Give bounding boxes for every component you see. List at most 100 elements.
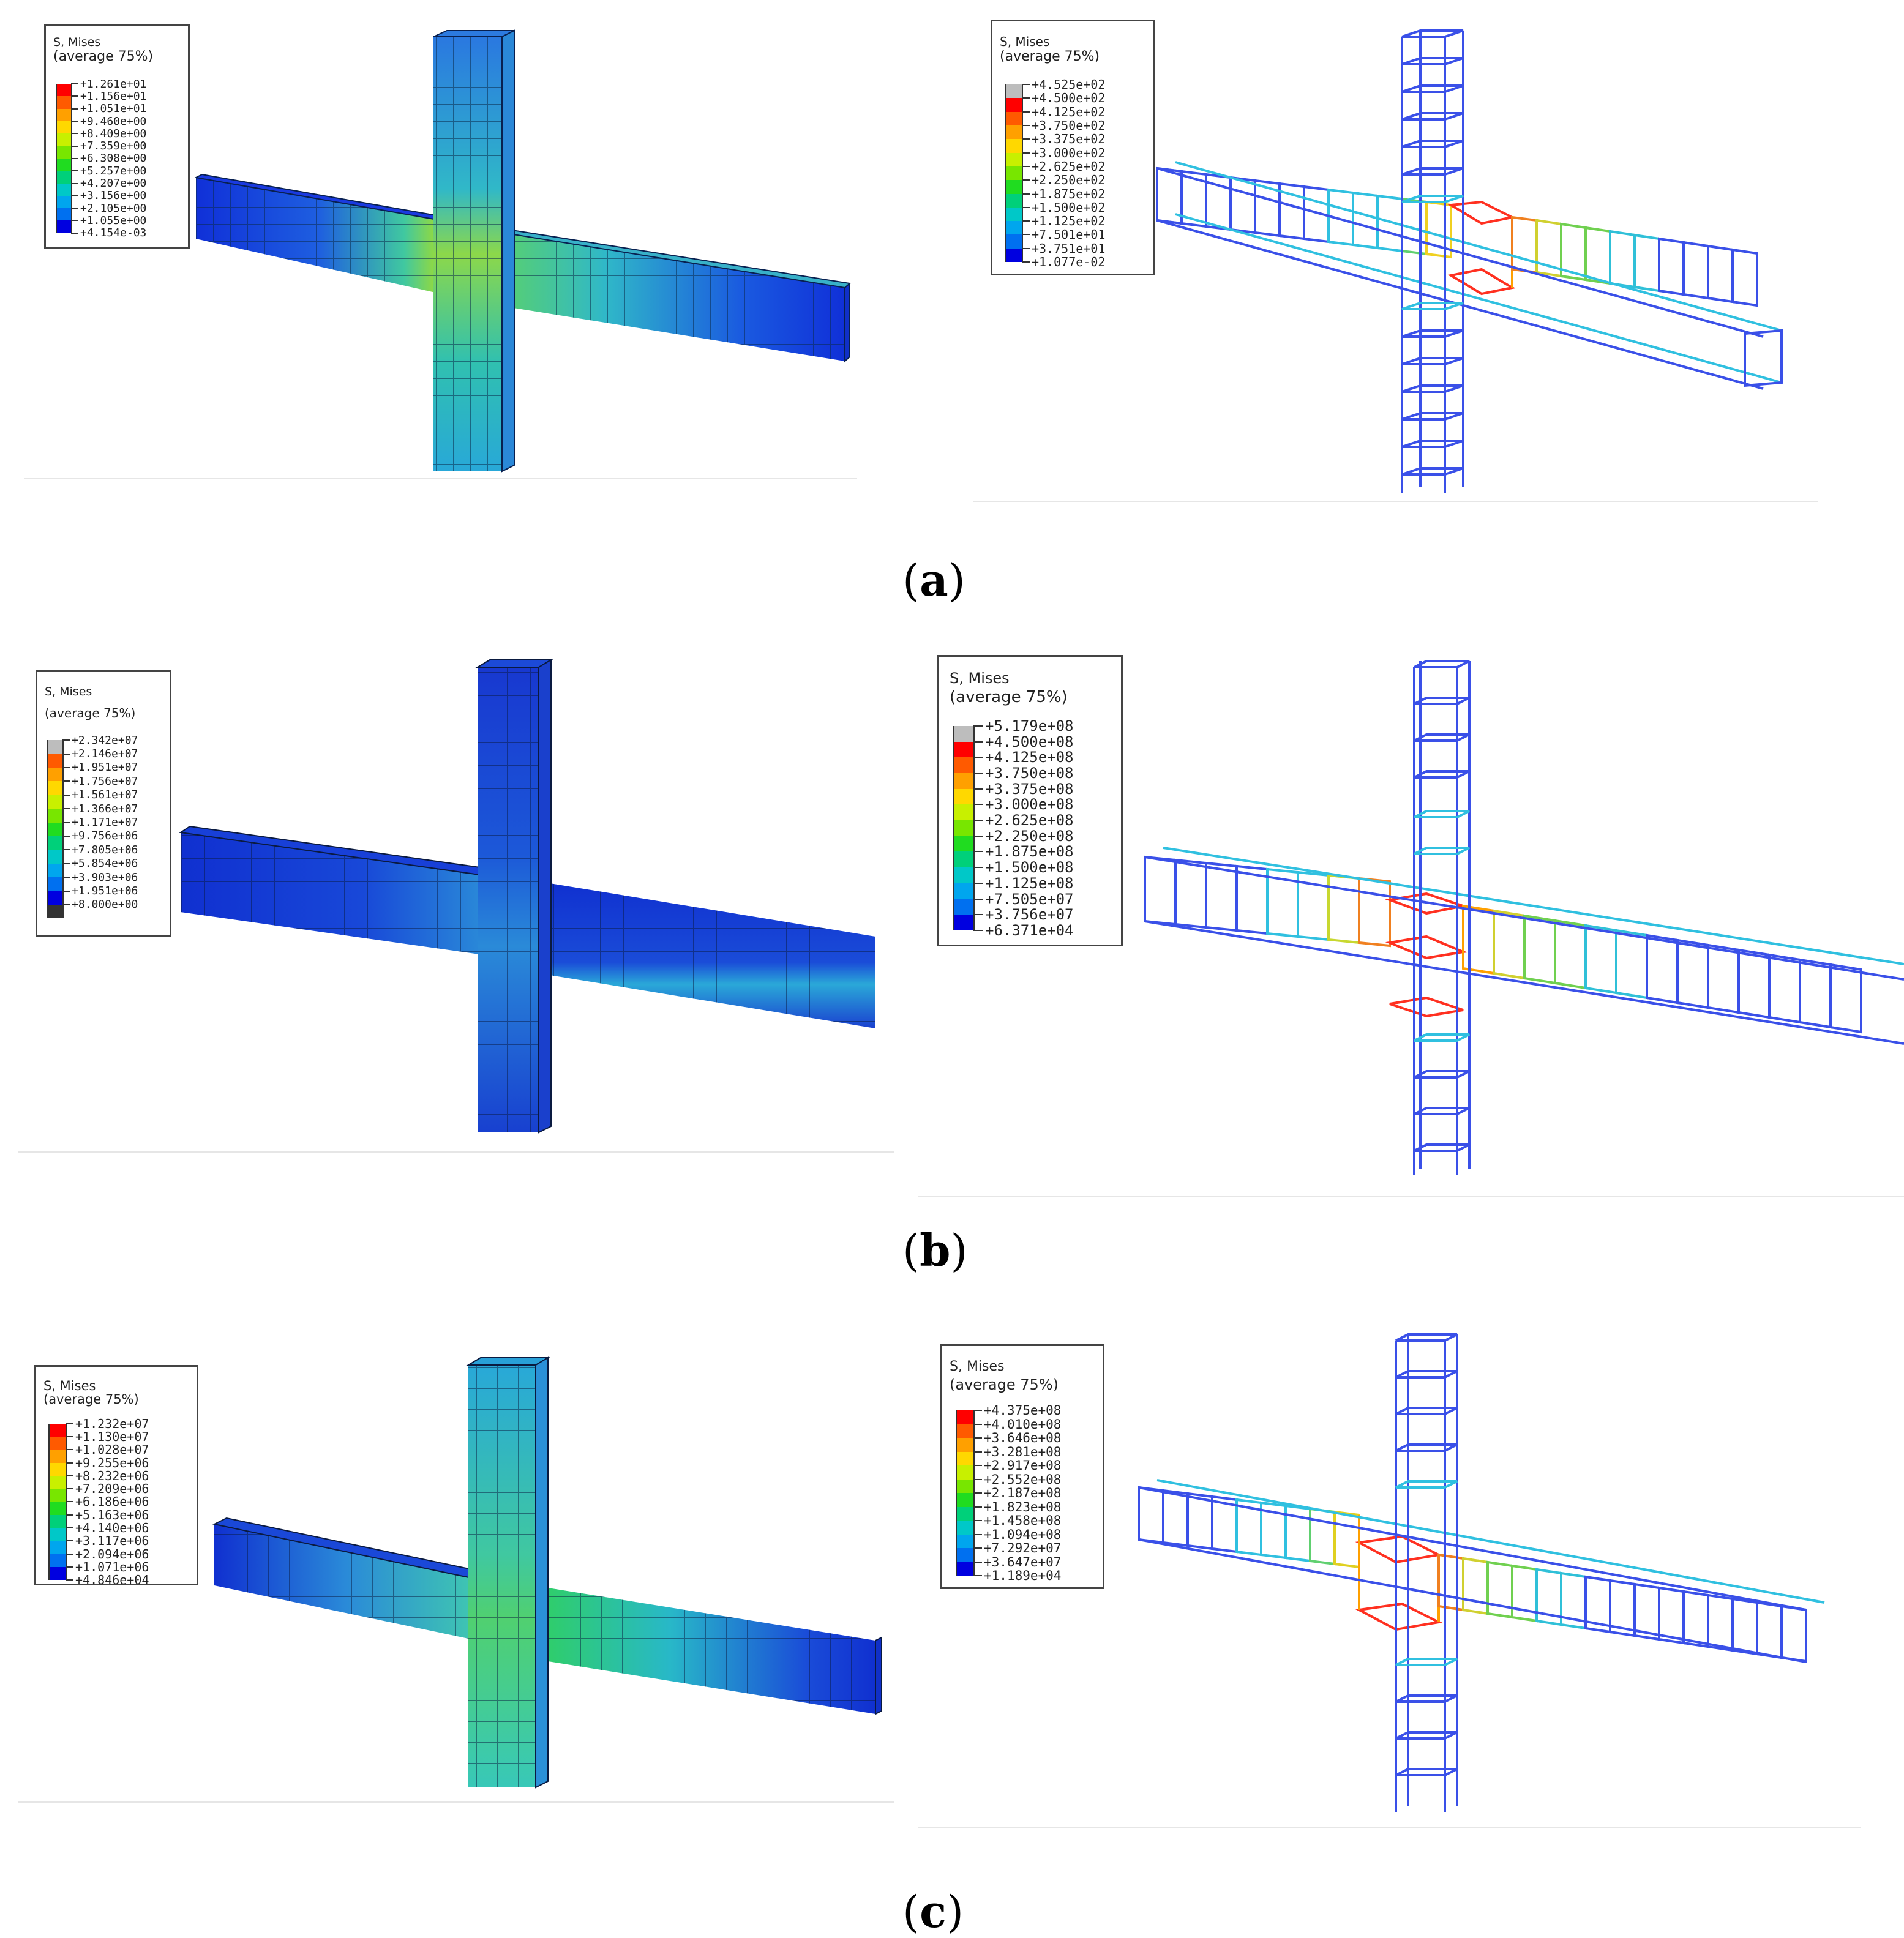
legend-tick	[66, 1566, 73, 1568]
legend-tick	[973, 757, 983, 758]
legend-value: +2.094e+06	[75, 1546, 149, 1562]
legend-value: +1.875e+08	[985, 843, 1074, 861]
legend-row: +3.751e+01	[1005, 241, 1105, 263]
legend-tick	[973, 898, 983, 900]
legend-tick	[62, 849, 70, 851]
legend-tick	[66, 1514, 73, 1516]
legend-swatch	[956, 1424, 975, 1439]
legend-tick	[1022, 138, 1030, 140]
legend-swatch	[956, 1438, 975, 1452]
legend-swatch	[56, 171, 72, 184]
legend-swatch	[56, 158, 72, 171]
legend-swatch	[56, 146, 72, 159]
legend-swatch	[56, 121, 72, 134]
legend-tick	[973, 1520, 982, 1522]
legend-tick	[71, 133, 78, 135]
legend-value: +2.250e+08	[985, 827, 1074, 845]
legend-row: +3.281e+08	[956, 1445, 1061, 1466]
legend-value: +2.342e+07	[72, 733, 138, 747]
legend-row: +1.561e+07	[47, 788, 138, 809]
legend-row: +4.525e+02	[1005, 77, 1105, 99]
legend-row: +1.028e+07	[48, 1442, 149, 1463]
legend-tick	[973, 788, 983, 790]
legend-tick	[1022, 247, 1030, 249]
legend-value: +1.500e+08	[985, 859, 1074, 877]
legend-value: +8.409e+00	[80, 127, 147, 140]
legend-row: +5.179e+08	[953, 717, 1074, 742]
legend-swatch	[956, 1521, 975, 1535]
legend-swatch	[47, 754, 64, 768]
legend-swatch	[47, 850, 64, 864]
legend-value: +3.375e+02	[1032, 132, 1106, 147]
legend-swatch	[1005, 98, 1023, 112]
legend-row: +8.000e+00	[47, 898, 138, 919]
legend-row: +2.146e+07	[47, 747, 138, 768]
legend-row: +2.094e+06	[48, 1546, 149, 1567]
legend-row: +2.625e+08	[953, 812, 1074, 836]
legend-tick	[71, 170, 78, 172]
caption-b: (b)	[902, 1224, 968, 1276]
legend-value: +2.187e+08	[984, 1486, 1062, 1501]
legend-swatch	[956, 1562, 975, 1576]
legend-value: +2.625e+02	[1032, 159, 1106, 174]
legend-swatch	[956, 1451, 975, 1466]
legend-swatch	[47, 809, 64, 823]
legend-tick	[973, 1465, 982, 1467]
legend-tick	[62, 766, 70, 768]
legend-tick	[71, 157, 78, 159]
legend-value: +1.094e+08	[984, 1527, 1062, 1542]
legend-tick	[66, 1553, 73, 1555]
legend-value: +1.125e+02	[1032, 214, 1106, 229]
legend-tick	[1022, 220, 1030, 222]
legend-tick	[66, 1527, 73, 1529]
legend-row: +1.951e+06	[47, 884, 138, 905]
legend-value: +3.750e+02	[1032, 118, 1106, 133]
legend-row: +2.250e+08	[953, 827, 1074, 852]
legend-swatch	[56, 96, 72, 109]
legend-tick	[1022, 125, 1030, 127]
legend-row: +1.232e+07	[48, 1416, 149, 1437]
legend-row: +3.756e+07	[953, 906, 1074, 930]
legend-value: +7.505e+07	[985, 890, 1074, 908]
legend-tick	[973, 741, 983, 743]
legend-swatch	[47, 836, 64, 850]
legend-swatch	[56, 220, 72, 233]
legend-tick	[62, 904, 70, 905]
legend-swatch	[56, 108, 72, 122]
contour-legend: S, Mises (average 75%) +5.179e+08+4.500e…	[937, 655, 1123, 946]
legend-swatch	[48, 1554, 67, 1567]
legend-row: +3.375e+02	[1005, 132, 1106, 153]
legend-row: +3.646e+08	[956, 1431, 1061, 1452]
legend-value: +1.171e+07	[72, 816, 138, 829]
legend-row: +7.209e+06	[48, 1481, 149, 1502]
legend-row: +2.552e+08	[956, 1472, 1062, 1494]
legend-swatch	[47, 891, 64, 905]
contour-legend: S, Mises (average 75%) +4.375e+08+4.010e…	[940, 1344, 1104, 1589]
legend-tick	[973, 1423, 982, 1425]
legend-value: +2.552e+08	[984, 1472, 1062, 1487]
legend-swatch	[48, 1502, 67, 1515]
legend-tick	[973, 1547, 982, 1549]
legend-row: +3.156e+00	[56, 189, 146, 209]
legend-value: +1.756e+07	[72, 774, 138, 788]
panel-c-rebar: S, Mises (average 75%) +4.375e+08+4.010e…	[918, 1322, 1861, 1836]
legend-tick	[973, 1451, 982, 1453]
legend-swatch	[47, 904, 64, 919]
legend-value: +9.460e+00	[80, 114, 147, 128]
legend-value: +3.903e+06	[72, 870, 138, 884]
legend-tick	[1022, 97, 1030, 99]
legend-tick	[62, 821, 70, 823]
legend-row: +6.186e+06	[48, 1494, 149, 1515]
legend-value: +1.561e+07	[72, 788, 138, 802]
legend-row: +1.756e+07	[47, 774, 138, 795]
legend-row: +3.903e+06	[47, 870, 138, 891]
legend-value: +1.071e+06	[75, 1559, 149, 1574]
legend-swatch	[953, 804, 975, 821]
legend-swatch	[56, 195, 72, 209]
legend-row: +1.261e+01	[56, 78, 146, 97]
legend-row: +6.371e+04	[953, 922, 1074, 939]
legend-tick	[973, 772, 983, 774]
legend-swatch	[48, 1528, 67, 1541]
legend-value: +1.458e+08	[984, 1513, 1062, 1528]
contour-legend: S, Mises (average 75%) +1.232e+07+1.130e…	[34, 1365, 198, 1587]
